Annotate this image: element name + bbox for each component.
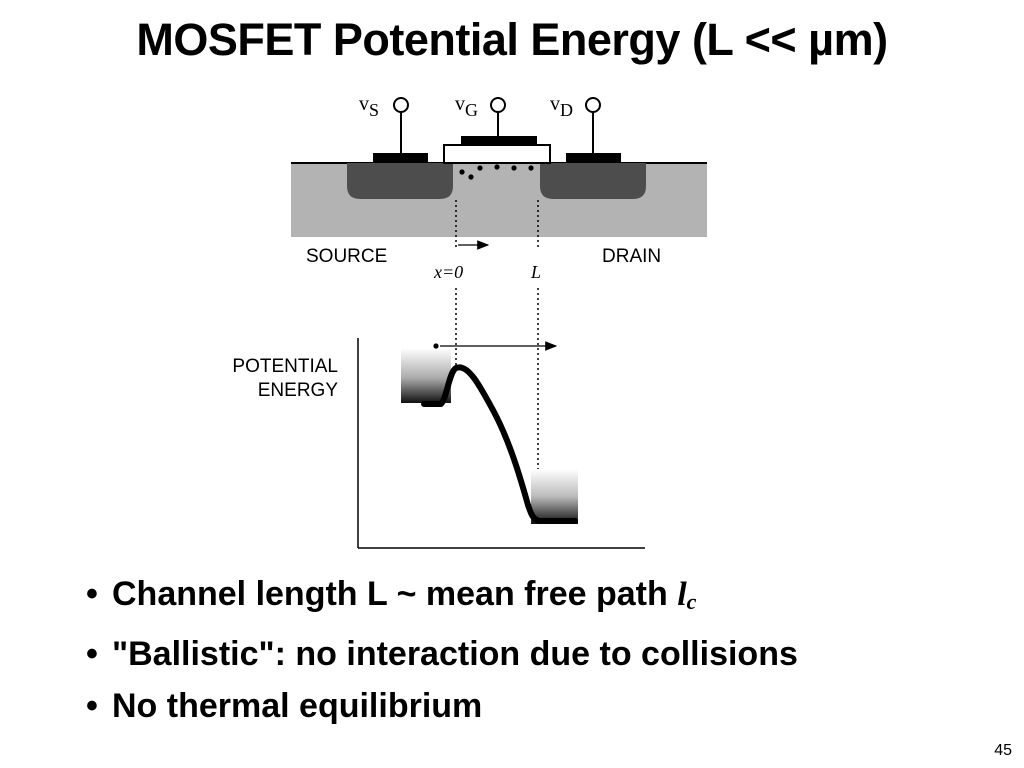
- potential-energy-curve: [421, 364, 578, 524]
- bullet-text: No thermal equilibrium: [112, 687, 483, 725]
- source-terminal-label: vS: [359, 93, 379, 120]
- potential-energy-plot: POTENTIAL ENERGY: [232, 338, 645, 549]
- page-number: 45: [994, 742, 1012, 759]
- source-contact: [373, 153, 428, 163]
- source-well: [347, 163, 453, 199]
- drain-band-fill: [531, 469, 578, 524]
- drain-terminal: [585, 97, 601, 113]
- gate-electrode: [461, 136, 537, 146]
- bullet-marker: •: [86, 575, 98, 613]
- pe-axis-label-line1: POTENTIAL: [232, 356, 338, 377]
- bullet-list: • Channel length L ~ mean free path lc • "…: [86, 568, 798, 732]
- channel-electrons: [459, 164, 534, 180]
- bullet-text: "Ballistic": no interaction due to colli…: [112, 635, 798, 673]
- source-label: SOURCE: [306, 246, 387, 267]
- bullet-item: • No thermal equilibrium: [86, 680, 798, 732]
- source-terminal: [393, 97, 409, 113]
- bullet-marker: •: [86, 687, 98, 725]
- gate-oxide: [443, 144, 551, 164]
- drain-label: DRAIN: [602, 246, 661, 267]
- slide-title: MOSFET Potential Energy (L << µm): [136, 14, 888, 65]
- bullet-marker: •: [86, 635, 98, 673]
- L-label: L: [530, 262, 541, 282]
- bullet-item: • Channel length L ~ mean free path lc: [86, 568, 798, 628]
- drain-contact: [566, 153, 621, 163]
- bullet-item: • "Ballistic": no interaction due to coll…: [86, 628, 798, 680]
- pe-axis-label-line2: ENERGY: [258, 380, 339, 401]
- drain-well: [540, 163, 646, 199]
- gate-terminal-label: vG: [455, 93, 478, 120]
- device-cross-section: vS vG vD SOURCE DRAIN x=0 L: [291, 93, 707, 282]
- mean-free-path-symbol: lc: [677, 576, 697, 614]
- bullet-text: Channel length L ~ mean free path: [112, 575, 678, 613]
- x0-label: x=0: [433, 262, 463, 282]
- drain-terminal-label: vD: [550, 93, 573, 120]
- gate-terminal: [490, 97, 506, 113]
- electron-dot: [433, 343, 439, 349]
